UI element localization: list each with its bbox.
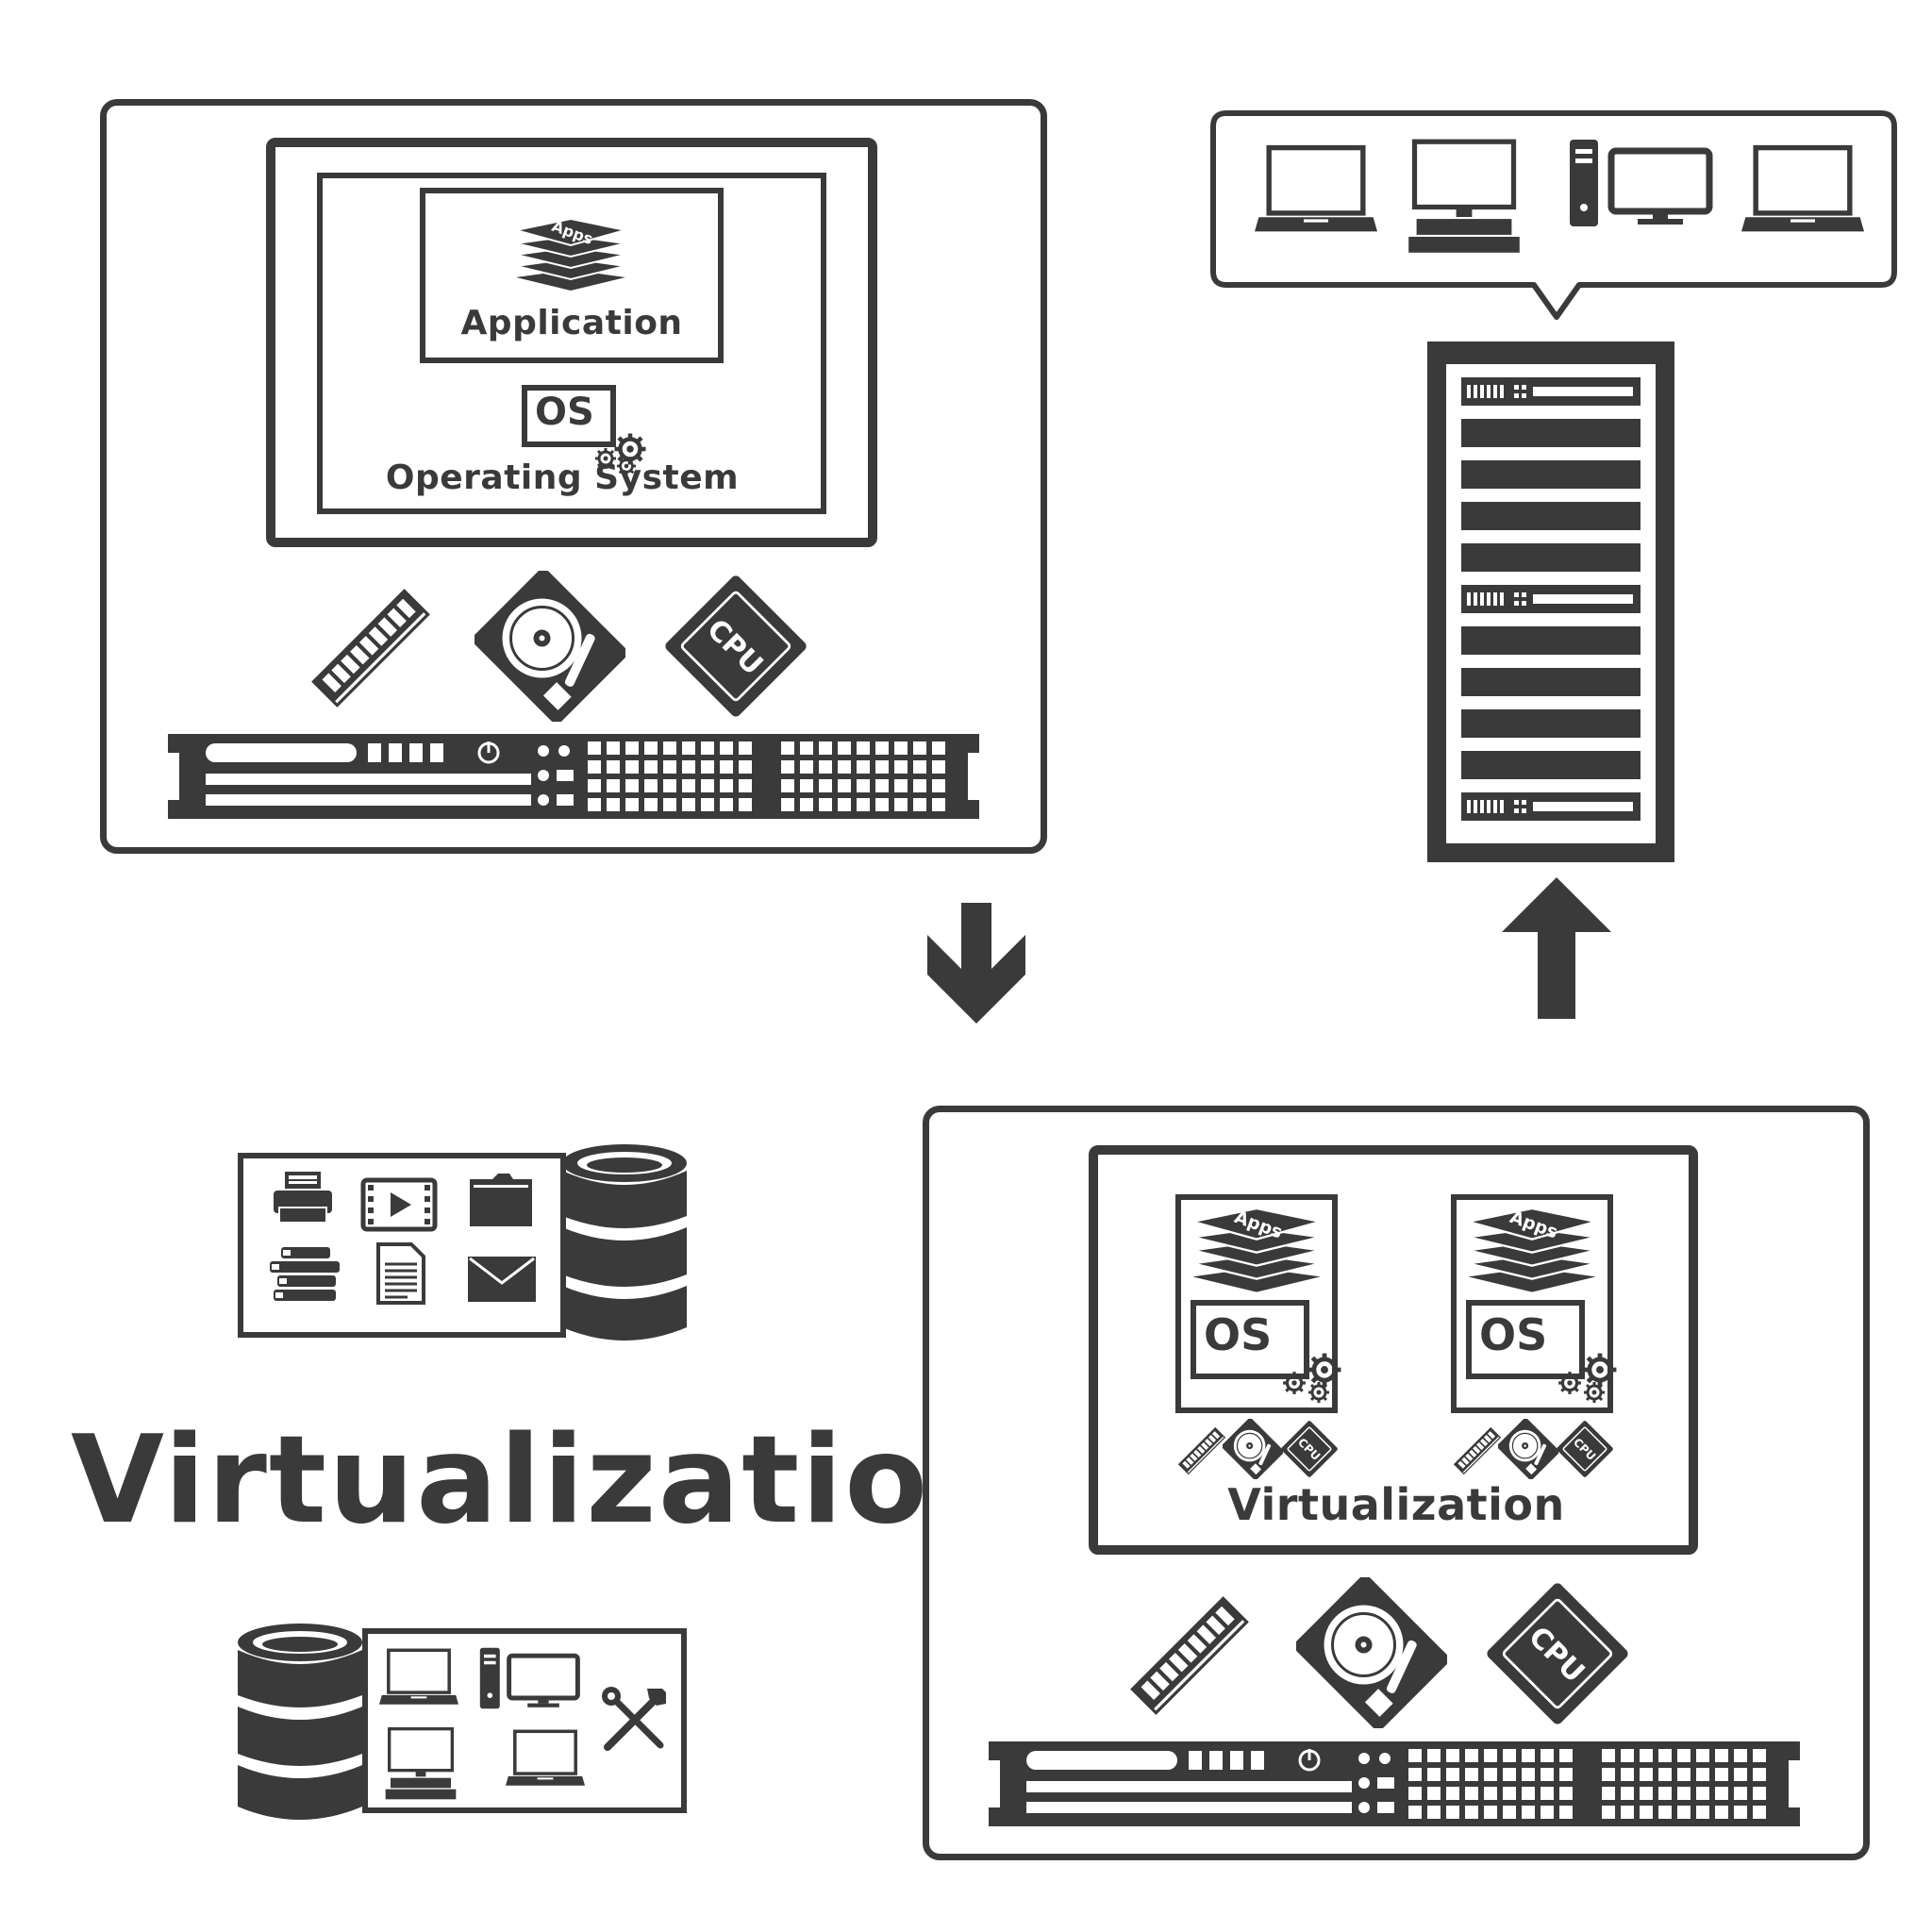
database-icon [558,1141,691,1351]
gear-icon [1296,1370,1319,1392]
main-title: Virtualization [71,1410,1018,1551]
desktop-computer-icon [1404,138,1524,257]
os-icon-box: OS [1191,1300,1309,1379]
application-frame [420,188,724,363]
vm-1-frame [1175,1194,1338,1413]
tower-computer-icon [477,1645,583,1711]
document-icon [376,1242,425,1305]
hdd-icon [1223,1419,1283,1479]
tower-computer-icon [1566,136,1717,230]
server-rack-icon [1427,341,1674,862]
laptop-icon [506,1728,585,1789]
os-icon-text: OS [1204,1309,1273,1360]
virtualization-layer-label: Virtualization [1227,1479,1565,1530]
apps-stack-icon: Apps [514,217,627,291]
cpu-icon: CPU [1557,1421,1613,1477]
os-icon-box: OS [1466,1300,1585,1379]
ram-icon [1174,1423,1230,1479]
apps-stack-icon: Apps [1191,1204,1323,1292]
printer-icon [274,1172,332,1224]
virtualized-server-panel [923,1106,1870,1860]
ram-icon [1449,1423,1506,1479]
tools-icon [602,1687,666,1751]
devices-card [362,1628,687,1813]
apps-stack-icon: Apps [1466,1204,1598,1292]
hdd-icon [475,571,625,722]
physical-monitor-frame [266,138,877,547]
cpu-icon: CPU [1487,1583,1628,1724]
rack-server-1u-icon [989,1741,1800,1826]
laptop-icon [379,1647,458,1707]
vm-2-frame [1451,1194,1613,1413]
folder-icon [470,1174,532,1226]
virtual-monitor-frame [1089,1145,1698,1555]
cpu-icon: CPU [665,575,807,717]
operating-system-label: Operating System [385,458,740,497]
rack-server-1u-icon [168,734,979,819]
os-icon-text: OS [535,391,594,434]
hdd-icon [1296,1577,1447,1728]
cpu-icon: CPU [1281,1421,1338,1477]
laptop-icon [1741,143,1864,236]
gear-icon [583,436,606,458]
application-label: Application [460,304,683,342]
mail-icon [468,1257,536,1302]
video-file-icon [360,1177,438,1232]
gear-icon [1545,1358,1570,1383]
ram-icon [1119,1585,1260,1726]
gear-icon [1270,1358,1294,1383]
physical-os-frame [317,173,826,514]
arrow-down-icon [927,903,1025,1024]
ram-icon [300,577,441,719]
database-icon [234,1621,366,1830]
hdd-icon [1498,1419,1558,1479]
laptop-icon [1255,143,1377,236]
books-icon [270,1247,340,1301]
os-icon-text: OS [1479,1309,1548,1360]
gear-icon [1572,1370,1594,1392]
clients-speech-bubble [1210,110,1897,320]
arrow-up-icon [1502,877,1611,1019]
desktop-computer-icon [383,1726,458,1802]
os-icon-box: OS [522,385,616,447]
